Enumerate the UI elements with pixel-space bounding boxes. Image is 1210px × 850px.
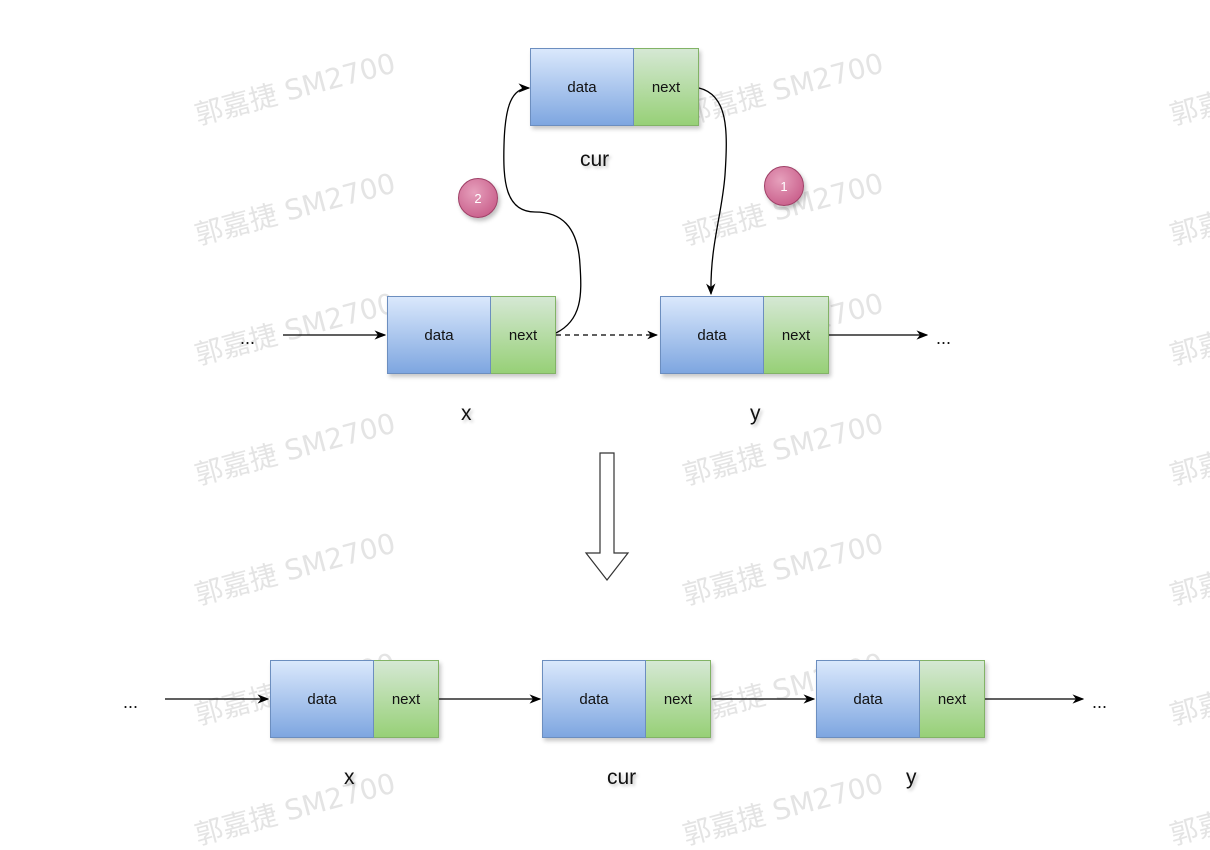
- next-field: next: [374, 660, 439, 738]
- data-field: data: [816, 660, 920, 738]
- next-field: next: [646, 660, 711, 738]
- step-badge-2: 2: [458, 178, 498, 218]
- ellipsis-right-top: ...: [936, 328, 952, 348]
- arrow-x-next-to-cur: [503, 83, 582, 334]
- next-field: next: [491, 296, 556, 374]
- node-y-top: data next: [660, 296, 829, 374]
- data-field: data: [270, 660, 374, 738]
- arrow-cur-next-to-y: [698, 87, 727, 296]
- node-y-bottom: data next: [816, 660, 985, 738]
- data-field: data: [387, 296, 491, 374]
- node-cur-top: data next: [530, 48, 699, 126]
- next-field: next: [920, 660, 985, 738]
- next-field: next: [764, 296, 829, 374]
- data-field: data: [660, 296, 764, 374]
- ellipsis-left-top: ...: [240, 328, 256, 348]
- ellipsis-right-bottom: ...: [1092, 692, 1108, 712]
- node-label-y-top: y: [750, 402, 761, 425]
- node-cur-bottom: data next: [542, 660, 711, 738]
- node-label-y-bottom: y: [906, 766, 917, 789]
- next-field: next: [634, 48, 699, 126]
- node-label-cur-bottom: cur: [607, 766, 637, 789]
- node-label-cur-top: cur: [580, 148, 610, 171]
- node-x-top: data next: [387, 296, 556, 374]
- transition-arrow: [584, 452, 630, 581]
- step-badge-1: 1: [764, 166, 804, 206]
- node-x-bottom: data next: [270, 660, 439, 738]
- node-label-x-top: x: [461, 402, 472, 425]
- node-label-x-bottom: x: [344, 766, 355, 789]
- data-field: data: [542, 660, 646, 738]
- ellipsis-left-bottom: ...: [123, 692, 139, 712]
- data-field: data: [530, 48, 634, 126]
